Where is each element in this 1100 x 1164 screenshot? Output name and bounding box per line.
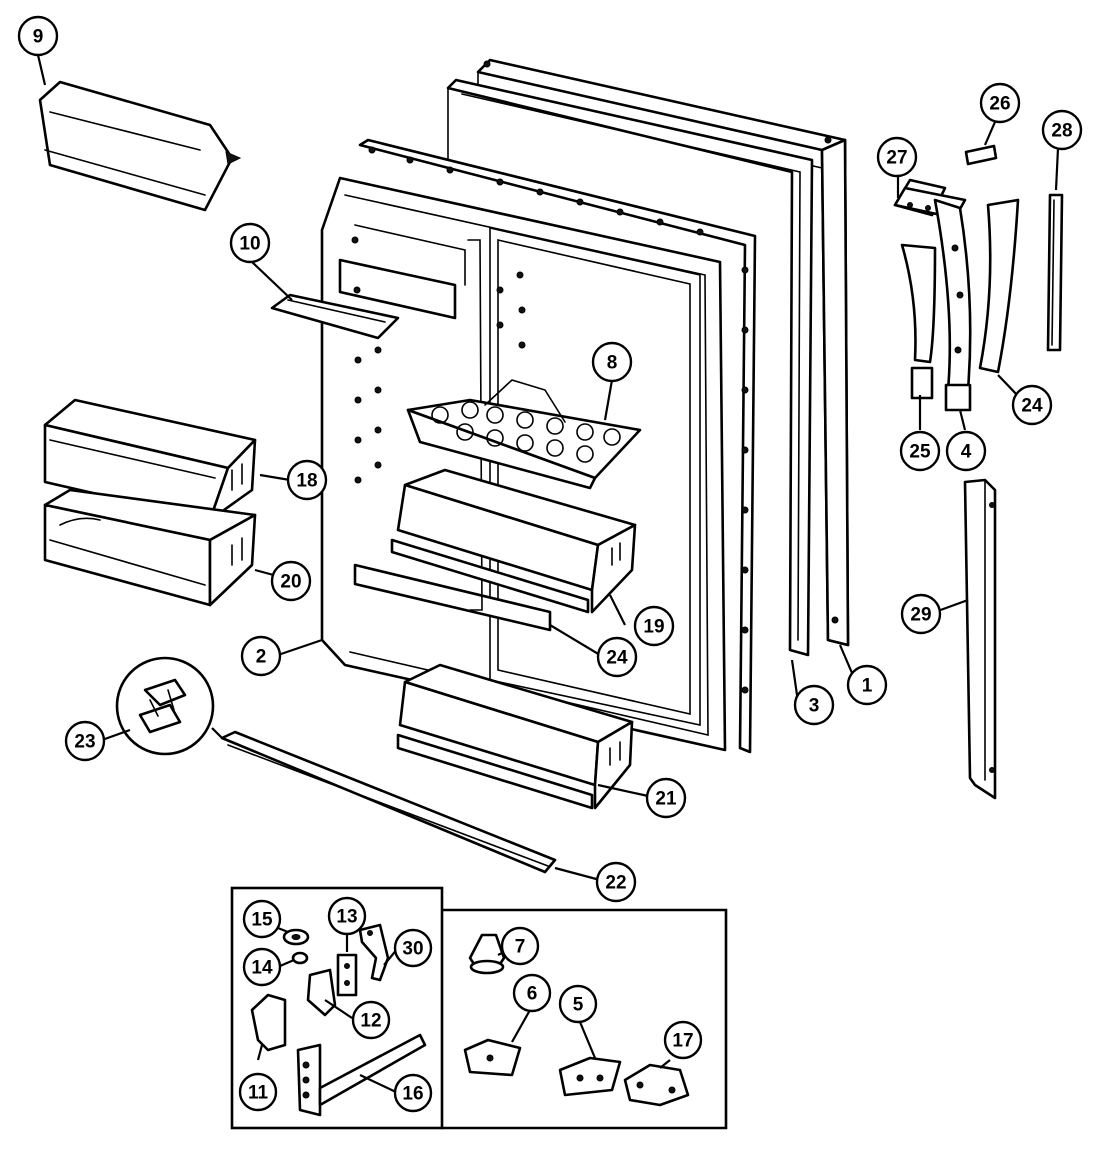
callout-3: 3 bbox=[793, 684, 835, 726]
svg-text:29: 29 bbox=[910, 605, 931, 626]
door-shelf-bin-lower bbox=[396, 663, 634, 810]
svg-text:9: 9 bbox=[33, 27, 44, 48]
svg-text:13: 13 bbox=[336, 907, 357, 928]
svg-text:21: 21 bbox=[655, 789, 677, 810]
svg-text:17: 17 bbox=[672, 1031, 693, 1052]
callout-25: 25 bbox=[899, 430, 941, 472]
svg-text:15: 15 bbox=[251, 910, 273, 931]
callout-11: 11 bbox=[238, 1072, 278, 1112]
callout-8: 8 bbox=[591, 341, 633, 383]
hardware-closer-16 bbox=[296, 1033, 427, 1117]
hardware-link-30 bbox=[358, 923, 390, 982]
hinge-cover-25 bbox=[900, 243, 937, 400]
svg-text:6: 6 bbox=[527, 984, 538, 1005]
svg-text:28: 28 bbox=[1051, 121, 1072, 142]
trim-clip-detail bbox=[115, 656, 223, 756]
hardware-bracket-11 bbox=[250, 993, 287, 1052]
svg-text:24: 24 bbox=[1021, 396, 1043, 417]
svg-text:12: 12 bbox=[360, 1011, 381, 1032]
callout-10: 10 bbox=[229, 222, 271, 264]
svg-text:30: 30 bbox=[402, 939, 423, 960]
svg-text:3: 3 bbox=[809, 696, 820, 717]
hinge-cap-26 bbox=[964, 144, 998, 166]
svg-text:19: 19 bbox=[643, 617, 664, 638]
callout-30: 30 bbox=[393, 928, 433, 968]
hardware-nut-14 bbox=[291, 951, 309, 965]
hinge-4 bbox=[933, 198, 972, 412]
svg-text:16: 16 bbox=[402, 1084, 423, 1105]
callout-5: 5 bbox=[558, 984, 598, 1024]
callout-29: 29 bbox=[900, 593, 942, 635]
hardware-box-right bbox=[442, 908, 728, 1130]
callout-20: 20 bbox=[270, 560, 312, 602]
svg-text:23: 23 bbox=[74, 732, 95, 753]
svg-text:8: 8 bbox=[607, 353, 618, 374]
svg-text:1: 1 bbox=[862, 676, 873, 697]
egg-tray bbox=[406, 379, 642, 490]
hardware-hinge-pin-6 bbox=[463, 1038, 522, 1077]
hardware-hinge-pin-5 bbox=[558, 1056, 622, 1097]
hardware-cam-12 bbox=[306, 968, 337, 1017]
hinge-shim-24 bbox=[978, 198, 1020, 374]
callout-22: 22 bbox=[595, 861, 637, 903]
hardware-washer-15 bbox=[282, 928, 310, 946]
hardware-plug-7 bbox=[468, 933, 506, 975]
callout-28: 28 bbox=[1041, 109, 1083, 151]
callout-24-liner: 24 bbox=[596, 636, 638, 678]
svg-text:5: 5 bbox=[573, 995, 584, 1016]
svg-text:25: 25 bbox=[909, 442, 931, 463]
callout-9: 9 bbox=[17, 15, 59, 57]
side-trim-29 bbox=[963, 478, 997, 800]
callout-23: 23 bbox=[64, 720, 106, 762]
bottom-trim-strip bbox=[220, 730, 557, 874]
hardware-box-left bbox=[230, 886, 444, 1130]
callout-2: 2 bbox=[240, 635, 282, 677]
svg-text:24: 24 bbox=[606, 648, 628, 669]
callout-21: 21 bbox=[645, 777, 687, 819]
callout-12: 12 bbox=[351, 1000, 391, 1040]
hardware-hinge-17 bbox=[623, 1063, 690, 1107]
callout-18: 18 bbox=[286, 459, 328, 501]
callout-1: 1 bbox=[846, 664, 888, 706]
callout-13: 13 bbox=[327, 896, 367, 936]
gasket-strip-28 bbox=[1046, 193, 1064, 352]
callout-4: 4 bbox=[945, 430, 987, 472]
svg-text:22: 22 bbox=[605, 873, 626, 894]
callout-26: 26 bbox=[979, 82, 1021, 124]
callout-16: 16 bbox=[393, 1073, 433, 1113]
svg-text:18: 18 bbox=[296, 471, 317, 492]
dairy-shelf-handle bbox=[270, 293, 400, 340]
callout-19: 19 bbox=[633, 605, 675, 647]
dairy-compartment-door bbox=[38, 80, 242, 212]
door-shelf-bin-upper bbox=[390, 468, 637, 614]
callout-7: 7 bbox=[500, 926, 540, 966]
callout-6: 6 bbox=[512, 973, 552, 1013]
hardware-plate-13 bbox=[336, 953, 358, 997]
svg-text:14: 14 bbox=[251, 958, 273, 979]
svg-text:2: 2 bbox=[256, 647, 267, 668]
callout-17: 17 bbox=[663, 1020, 703, 1060]
door-bin-20 bbox=[43, 488, 257, 607]
svg-text:7: 7 bbox=[515, 937, 526, 958]
leader-lines bbox=[36, 54, 1060, 1094]
svg-text:27: 27 bbox=[886, 148, 907, 169]
liner-screw-holes bbox=[351, 146, 749, 694]
svg-text:26: 26 bbox=[989, 94, 1010, 115]
door-gasket bbox=[446, 78, 814, 657]
svg-text:4: 4 bbox=[961, 442, 972, 463]
callout-15: 15 bbox=[242, 899, 282, 939]
callout-27: 27 bbox=[876, 136, 918, 178]
svg-text:11: 11 bbox=[248, 1083, 269, 1104]
svg-text:10: 10 bbox=[239, 234, 260, 255]
callout-14: 14 bbox=[242, 947, 282, 987]
callout-24-hinge: 24 bbox=[1011, 384, 1053, 426]
svg-text:20: 20 bbox=[280, 572, 301, 593]
